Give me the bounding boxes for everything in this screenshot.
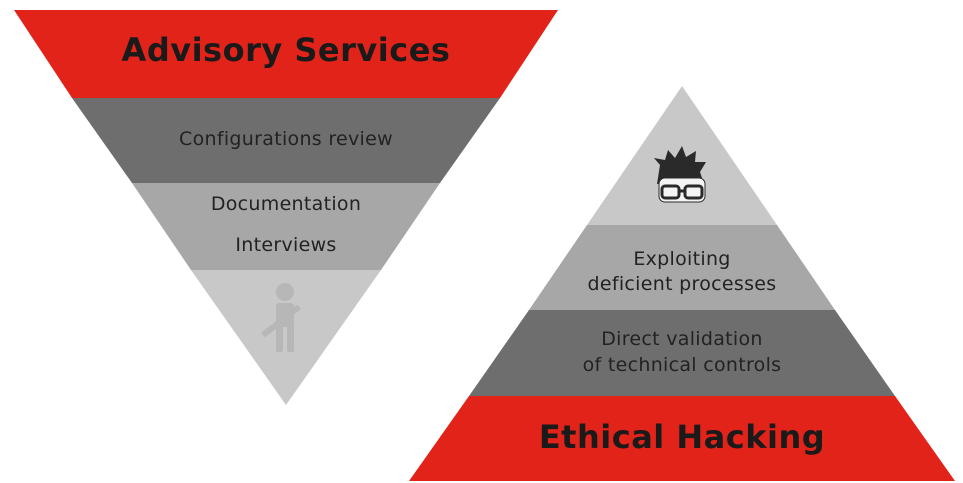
hacking-exploiting-label-line2: deficient processes <box>587 273 777 295</box>
advisory-interviews-label: Interviews <box>235 234 337 256</box>
worker-with-tool-icon <box>261 283 301 352</box>
advisory-pyramid <box>14 10 558 405</box>
hacking-title: Ethical Hacking <box>538 418 826 456</box>
hacking-band-title <box>409 396 955 481</box>
advisory-band-tip <box>191 270 381 405</box>
advisory-title: Advisory Services <box>121 31 451 69</box>
advisory-band-title <box>14 10 558 98</box>
hacking-pyramid <box>409 86 955 481</box>
hacking-validation-label-line1: Direct validation <box>601 328 763 350</box>
advisory-band-documentation <box>132 183 440 270</box>
advisory-band-configurations <box>72 98 500 183</box>
hacking-band-exploiting <box>529 225 835 310</box>
hacking-exploiting-label-line1: Exploiting <box>633 248 731 270</box>
advisory-configurations-label: Configurations review <box>179 128 393 150</box>
hacking-validation-label-line2: of technical controls <box>582 354 782 376</box>
hacking-band-validation <box>469 310 895 396</box>
hacker-face-icon <box>654 146 706 203</box>
advisory-documentation-label: Documentation <box>210 193 362 215</box>
